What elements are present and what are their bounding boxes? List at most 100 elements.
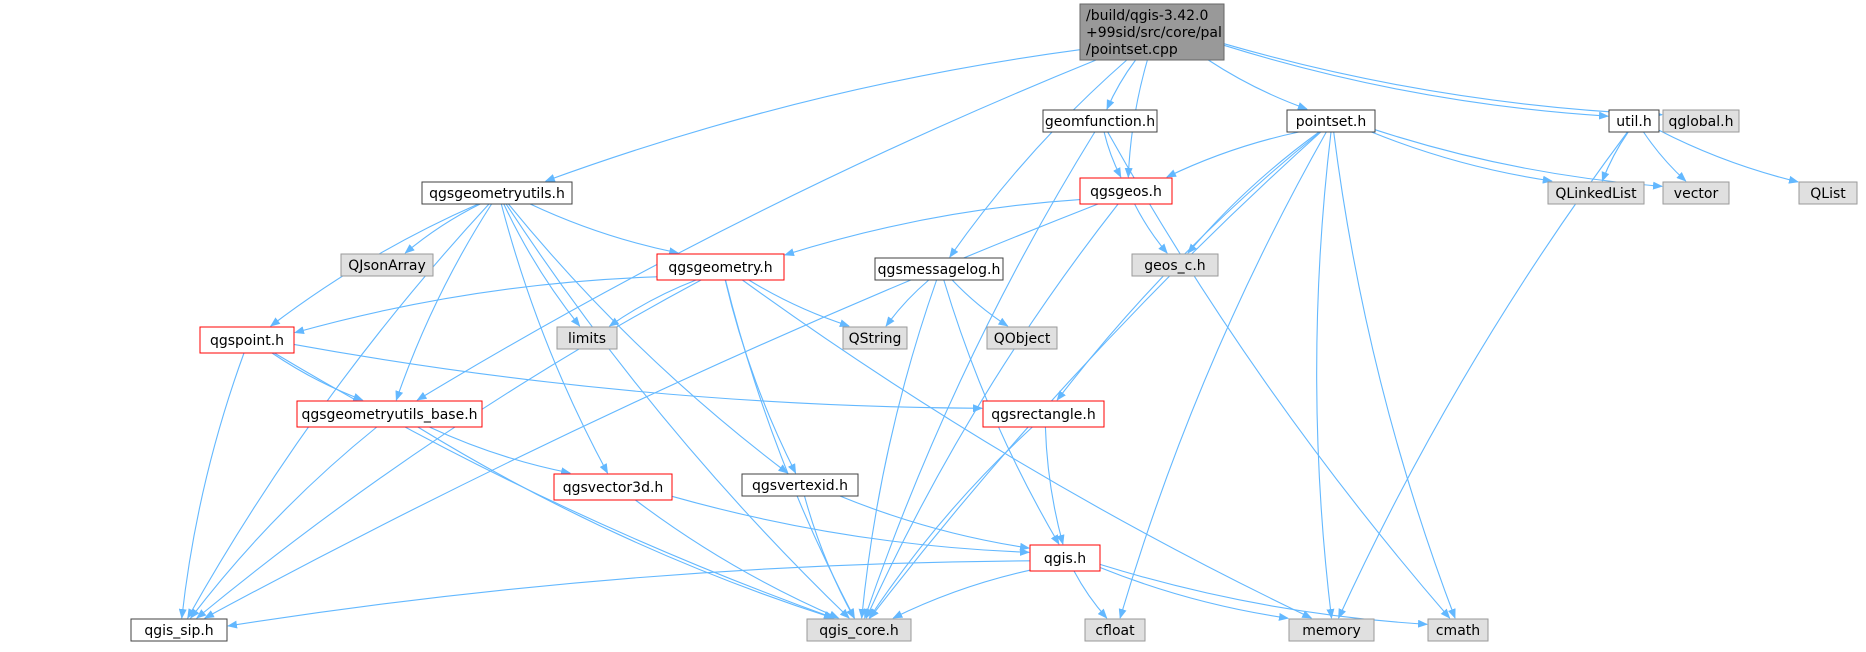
node-pointset_cpp[interactable]: /build/qgis-3.42.0+99sid/src/core/pal/po…	[1079, 3, 1225, 61]
edge-pointset_h-to-qgsgeos	[1166, 131, 1299, 178]
edge-util-to-vector	[1643, 131, 1687, 182]
edge-qgsmessagelog-to-qstring	[885, 279, 930, 327]
edge-pointset_h-to-qgis_core	[869, 131, 1322, 619]
node-qjsonarray[interactable]: QJsonArray	[340, 253, 434, 277]
node-qgsgeos[interactable]: qgsgeos.h	[1079, 177, 1173, 205]
node-qgis_sip[interactable]: qgis_sip.h	[130, 618, 228, 642]
edge-qgis-to-qgis_sip	[227, 560, 1031, 629]
node-box-qobject	[986, 326, 1058, 350]
node-label-pointset_h: pointset.h	[1296, 114, 1366, 130]
edge-qgis-to-memory	[1099, 566, 1289, 621]
node-label-vector: vector	[1674, 186, 1719, 202]
node-box-qgis_sip	[130, 618, 228, 642]
edge-qgis-to-cfloat	[1073, 570, 1108, 619]
node-box-qgsvector3d	[553, 473, 673, 501]
node-box-qgspoint	[199, 326, 295, 354]
node-box-cfloat	[1084, 618, 1146, 642]
node-label-qgsgeos: qgsgeos.h	[1090, 184, 1162, 200]
edge-qgsgeos-to-qgsgeometry	[784, 199, 1081, 257]
node-label-qgspoint: qgspoint.h	[210, 333, 284, 349]
edge-util-to-qlist	[1658, 129, 1799, 184]
node-qgsrectangle[interactable]: qgsrectangle.h	[982, 400, 1105, 428]
node-label-qlist: QList	[1810, 186, 1846, 202]
edge-qgsrectangle-to-qgis_core	[868, 426, 1033, 619]
node-label-qgsgeometryutils: qgsgeometryutils.h	[429, 186, 565, 202]
node-qobject[interactable]: QObject	[986, 326, 1058, 350]
node-geos_c[interactable]: geos_c.h	[1131, 253, 1219, 277]
node-memory[interactable]: memory	[1288, 618, 1375, 642]
node-vector[interactable]: vector	[1662, 181, 1730, 205]
node-box-vector	[1662, 181, 1730, 205]
node-box-qgsgeos	[1079, 177, 1173, 205]
edge-qgsgeometry-to-memory	[742, 279, 1313, 619]
node-qgis_core[interactable]: qgis_core.h	[806, 618, 912, 642]
node-qgsgeometryutils[interactable]: qgsgeometryutils.h	[421, 181, 573, 205]
node-qstring[interactable]: QString	[842, 326, 908, 350]
node-label-pointset_cpp: /build/qgis-3.42.0+99sid/src/core/pal/po…	[1086, 8, 1222, 58]
node-qgsgeometryutils_base[interactable]: qgsgeometryutils_base.h	[296, 400, 483, 428]
node-label-qgis_sip: qgis_sip.h	[144, 623, 213, 639]
node-qgsgeometry[interactable]: qgsgeometry.h	[656, 253, 785, 281]
edge-geomfunction-to-qgsgeos	[1103, 131, 1122, 178]
node-qgsvector3d[interactable]: qgsvector3d.h	[553, 473, 673, 501]
node-label-qgsgeometryutils_base: qgsgeometryutils_base.h	[301, 407, 477, 423]
node-box-geomfunction	[1042, 109, 1158, 133]
edge-qgspoint-to-qgis_sip	[178, 352, 245, 619]
node-label-qglobal: qglobal.h	[1669, 114, 1734, 130]
edge-qgsvector3d-to-qgis	[671, 495, 1030, 556]
node-label-geos_c: geos_c.h	[1144, 258, 1205, 274]
node-limits[interactable]: limits	[556, 326, 618, 350]
edge-pointset_h-to-qlinkedlist	[1371, 131, 1553, 184]
node-label-qgsrectangle: qgsrectangle.h	[991, 407, 1095, 423]
node-geomfunction[interactable]: geomfunction.h	[1042, 109, 1158, 133]
edge-util-to-qlinkedlist	[1601, 131, 1629, 182]
node-label-util: util.h	[1616, 114, 1651, 130]
node-qlinkedlist[interactable]: QLinkedList	[1547, 181, 1645, 205]
node-qgsvertexid[interactable]: qgsvertexid.h	[741, 473, 859, 497]
node-qlist[interactable]: QList	[1798, 181, 1858, 205]
edge-qgsgeometry-to-qstring	[748, 279, 850, 328]
edge-qgsgeometry-to-qgis_sip	[196, 279, 702, 619]
edge-qgsgeometry-to-qgspoint	[294, 276, 658, 335]
node-label-qgsvector3d: qgsvector3d.h	[563, 480, 664, 496]
edge-qgsvertexid-to-qgis_core	[803, 495, 855, 619]
node-box-cmath	[1427, 618, 1489, 642]
edge-qgsgeometryutils-to-qgsvertexid	[507, 203, 789, 474]
node-box-qglobal	[1662, 109, 1740, 133]
node-pointset_h[interactable]: pointset.h	[1286, 109, 1376, 133]
node-box-qgsgeometryutils	[421, 181, 573, 205]
node-box-limits	[556, 326, 618, 350]
node-cmath[interactable]: cmath	[1427, 618, 1489, 642]
edge-qgsgeometryutils-to-qgsgeometry	[529, 203, 680, 256]
edge-qgis-to-cmath	[1099, 563, 1428, 628]
node-qgsmessagelog[interactable]: qgsmessagelog.h	[874, 257, 1004, 281]
node-qglobal[interactable]: qglobal.h	[1662, 109, 1740, 133]
edge-geomfunction-to-qgis_core	[863, 131, 1096, 619]
edge-qgsvector3d-to-qgis_core	[635, 499, 840, 619]
node-box-util	[1608, 109, 1660, 133]
edge-qgsgeometryutils-to-qgsvector3d	[500, 203, 608, 474]
node-util[interactable]: util.h	[1608, 109, 1660, 133]
node-box-geos_c	[1131, 253, 1219, 277]
edge-pointset_h-to-memory	[1316, 131, 1335, 619]
node-qgspoint[interactable]: qgspoint.h	[199, 326, 295, 354]
node-cfloat[interactable]: cfloat	[1084, 618, 1146, 642]
edge-qgsgeometryutils-to-limits	[503, 203, 581, 327]
edge-qgspoint-to-qgsgeometryutils_base	[271, 352, 364, 401]
node-qgis[interactable]: qgis.h	[1029, 544, 1101, 572]
edge-pointset_cpp-to-geomfunction	[1106, 59, 1137, 110]
edge-pointset_h-to-geos_c	[1187, 131, 1320, 254]
node-label-qgsgeometry: qgsgeometry.h	[668, 260, 772, 276]
edge-qgsvertexid-to-qgis	[839, 495, 1030, 551]
node-box-qgsvertexid	[741, 473, 859, 497]
edge-qgsgeos-to-qgis_core	[865, 203, 1119, 619]
edge-geomfunction-to-cmath	[1107, 131, 1451, 619]
edge-qgspoint-to-qgsrectangle	[293, 343, 983, 413]
edge-qgsgeometryutils-to-qgis_core	[505, 203, 850, 619]
node-label-qjsonarray: QJsonArray	[348, 258, 426, 274]
edge-qgsmessagelog-to-qgis_core	[858, 279, 938, 619]
node-label-qgsmessagelog: qgsmessagelog.h	[878, 262, 1001, 278]
edge-qgsgeometryutils_base-to-qgis_sip	[190, 426, 378, 619]
node-box-qgsgeometryutils_base	[296, 400, 483, 428]
